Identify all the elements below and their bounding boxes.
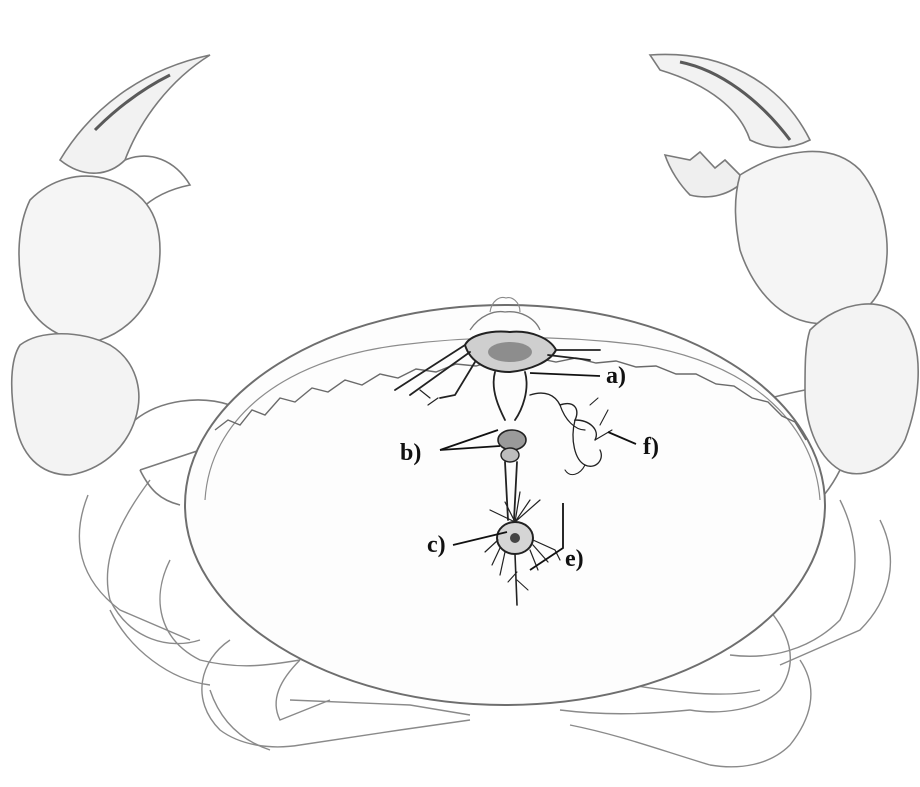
label-e: e)	[565, 546, 584, 572]
left-claw	[12, 55, 230, 505]
oesophageal-ring	[498, 430, 526, 450]
label-c: c)	[427, 532, 446, 558]
label-f: f)	[643, 434, 659, 460]
label-a: a)	[606, 363, 626, 389]
label-b: b)	[400, 440, 421, 466]
